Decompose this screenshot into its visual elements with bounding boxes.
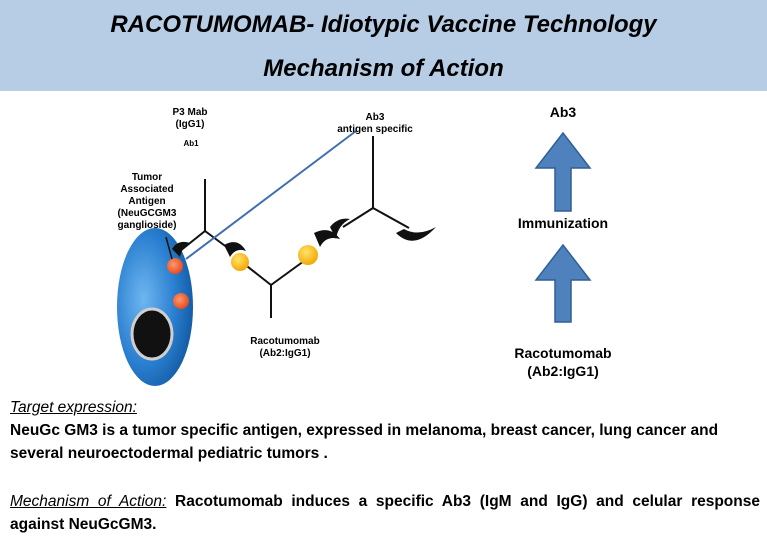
tumor-antigen-label: Tumor Associated Antigen (NeuGCGM3 gangl… — [110, 172, 184, 232]
slide-title: RACOTUMOMAB- Idiotypic Vaccine Technolog… — [110, 11, 657, 38]
ab3-right-tip — [396, 227, 436, 241]
racotumomab-diagram-label: Racotumomab (Ab2:IgG1) — [240, 336, 330, 360]
ab3-diagram-label: Ab3 antigen specific — [330, 112, 420, 136]
target-expression-heading: Target expression: — [10, 399, 137, 416]
target-expression-body: NeuGc GM3 is a tumor specific antigen, e… — [10, 422, 719, 462]
ab3-name: Ab3 — [365, 112, 385, 123]
antigen-dot-upper — [167, 258, 183, 274]
racotumomab-subtitle: (Ab2:IgG1) — [259, 348, 311, 359]
diagram-graphics — [117, 130, 592, 386]
title-banner: RACOTUMOMAB- Idiotypic Vaccine Technolog… — [0, 0, 767, 91]
p3-mab-name: P3 Mab — [172, 107, 208, 118]
ab2-left-tip — [224, 242, 246, 257]
taa-line-2: Associated — [120, 184, 174, 195]
ab2-right-tip — [314, 230, 340, 247]
upper-arrow — [534, 131, 592, 212]
racotumomab-name: Racotumomab — [250, 336, 320, 347]
p3-mab-label: P3 Mab (IgG1) — [160, 107, 220, 131]
ab2-antibody — [242, 260, 305, 318]
antigen-pointer-line — [165, 236, 173, 260]
taa-line-5: ganglioside) — [117, 220, 177, 231]
flow-ab3-label: Ab3 — [549, 104, 577, 120]
mechanism-diagram: P3 Mab (IgG1) Ab1 Tumor Associated Antig… — [0, 91, 767, 388]
ab3-antibody — [342, 136, 410, 229]
antigen-dot-lower — [173, 293, 189, 309]
p3-mab-isotype: (IgG1) — [175, 119, 205, 130]
ab3-pointer-line — [185, 130, 357, 260]
taa-line-1: Tumor — [131, 172, 163, 183]
ab1-label: Ab1 — [183, 139, 199, 148]
target-expression-section: Target expression: NeuGc GM3 is a tumor … — [10, 396, 760, 465]
flow-racotumomab-subtitle: (Ab2:IgG1) — [527, 363, 599, 379]
ab3-left-tip — [330, 218, 350, 239]
taa-line-4: (NeuGCGM3 — [117, 208, 177, 219]
mechanism-section: Mechanism of Action: Racotumomab induces… — [10, 490, 760, 536]
ab1-binding-site — [172, 241, 190, 257]
flow-racotumomab-label: Racotumomab (Ab2:IgG1) — [503, 344, 623, 380]
cell-nucleus — [130, 307, 174, 361]
taa-line-3: Antigen — [128, 196, 166, 207]
ab2-right-idiotype — [298, 245, 318, 265]
slide-subtitle: Mechanism of Action — [263, 55, 504, 82]
mechanism-body: Racotumomab induces a specific Ab3 (IgM … — [10, 493, 760, 533]
ab2-left-idiotype — [231, 253, 249, 271]
mechanism-heading: Mechanism of Action: — [10, 493, 167, 510]
ab1-antibody — [179, 179, 233, 252]
ab3-subtitle: antigen specific — [337, 124, 413, 135]
flow-racotumomab-name: Racotumomab — [514, 345, 612, 361]
flow-immunization-label: Immunization — [517, 215, 609, 231]
lower-arrow — [534, 243, 592, 323]
